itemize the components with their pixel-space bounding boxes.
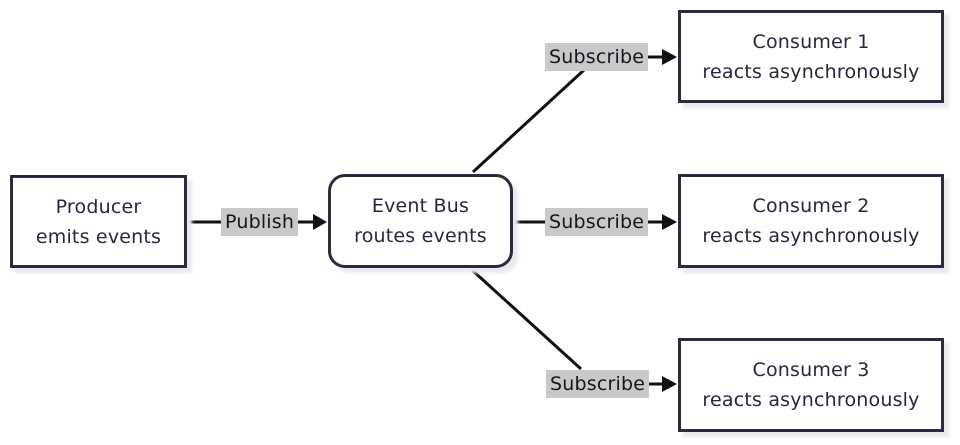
edge-label-subscribe-2: Subscribe — [545, 208, 649, 236]
node-event-bus-title: Event Bus — [371, 195, 470, 217]
arrowhead-publish — [313, 214, 327, 230]
arrowhead-subscribe3 — [662, 376, 677, 392]
node-producer-subtitle: emits events — [35, 225, 162, 248]
node-event-bus: Event Bus routes events — [328, 174, 513, 268]
arrowhead-subscribe1 — [662, 49, 677, 65]
edge-label-publish: Publish — [221, 208, 299, 236]
arrowhead-subscribe2 — [662, 214, 677, 230]
node-producer: Producer emits events — [10, 175, 187, 268]
node-consumer-3-title: Consumer 3 — [752, 359, 870, 381]
node-consumer-1: Consumer 1 reacts asynchronously — [678, 10, 944, 103]
node-consumer-3: Consumer 3 reacts asynchronously — [678, 338, 944, 432]
node-consumer-1-title: Consumer 1 — [752, 30, 870, 53]
edge-eventbus-to-subscribe3 — [470, 268, 583, 371]
edge-label-subscribe-1: Subscribe — [545, 43, 649, 71]
node-consumer-1-subtitle: reacts asynchronously — [702, 60, 920, 83]
node-event-bus-subtitle: routes events — [354, 225, 487, 247]
edge-eventbus-to-subscribe1 — [471, 68, 586, 174]
node-producer-title: Producer — [55, 195, 142, 218]
node-consumer-3-subtitle: reacts asynchronously — [702, 389, 920, 411]
node-consumer-2-subtitle: reacts asynchronously — [702, 225, 920, 247]
node-consumer-2: Consumer 2 reacts asynchronously — [678, 174, 944, 268]
edge-label-subscribe-3: Subscribe — [546, 370, 650, 398]
node-consumer-2-title: Consumer 2 — [752, 195, 870, 217]
